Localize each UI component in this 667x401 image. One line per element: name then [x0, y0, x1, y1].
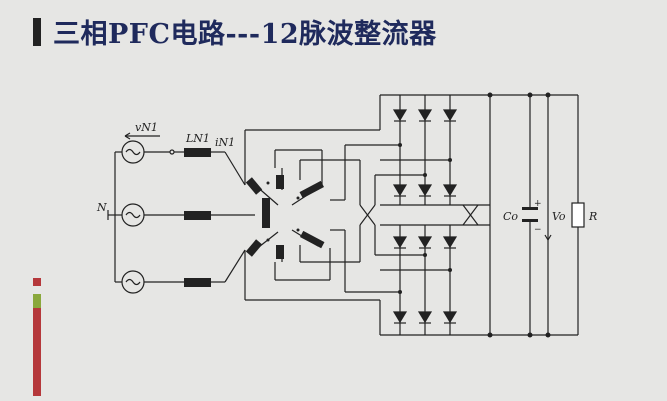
title-bullet [33, 17, 41, 46]
label-neutral: N [96, 201, 107, 214]
label-plus: + [534, 199, 542, 209]
label-i-n1: iN1 [215, 136, 235, 149]
label-l-n1: LN1 [185, 132, 210, 145]
slide-title: 三相PFC电路---12脉波整流器 [53, 19, 437, 50]
decorative-side-bars [33, 278, 41, 396]
label-resistor: R [588, 210, 597, 223]
side-bar-green [33, 294, 41, 308]
title-bar: 三相PFC电路---12脉波整流器 [33, 12, 437, 51]
label-minus: − [534, 225, 542, 235]
side-bar-red-small [33, 278, 41, 286]
side-bar-red-long [33, 308, 41, 396]
label-vout: Vo [552, 210, 566, 223]
label-capacitor: Co [503, 210, 518, 223]
label-v-n1: vN1 [135, 121, 158, 134]
